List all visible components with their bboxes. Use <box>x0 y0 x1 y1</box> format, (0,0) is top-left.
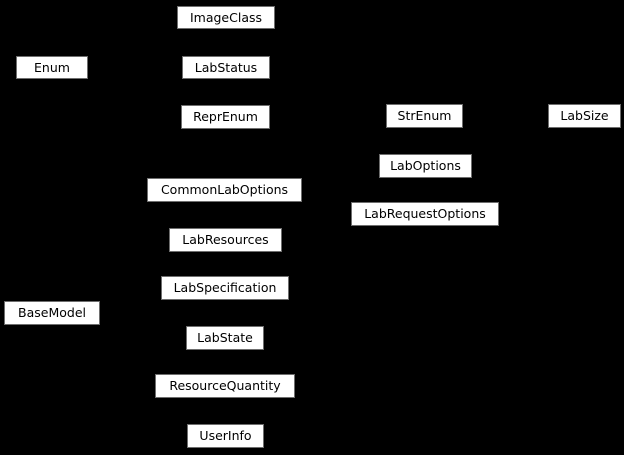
class-node-labresources[interactable]: LabResources <box>169 228 282 252</box>
class-node-enum[interactable]: Enum <box>16 56 88 79</box>
class-node-reprenum[interactable]: ReprEnum <box>181 105 270 129</box>
class-node-basemodel[interactable]: BaseModel <box>4 301 100 325</box>
class-node-laboptions[interactable]: LabOptions <box>379 154 472 178</box>
class-node-labsize[interactable]: LabSize <box>548 104 621 128</box>
class-node-labrequestoptions[interactable]: LabRequestOptions <box>351 202 499 226</box>
class-node-commonlaboptions[interactable]: CommonLabOptions <box>147 178 302 202</box>
class-node-labstatus[interactable]: LabStatus <box>182 56 270 79</box>
class-node-imageclass[interactable]: ImageClass <box>177 6 275 29</box>
class-node-labstate[interactable]: LabState <box>186 326 264 350</box>
class-node-strenum[interactable]: StrEnum <box>386 104 463 128</box>
class-node-labspecification[interactable]: LabSpecification <box>161 276 289 300</box>
class-node-userinfo[interactable]: UserInfo <box>187 424 264 448</box>
class-node-resourcequantity[interactable]: ResourceQuantity <box>155 374 295 398</box>
